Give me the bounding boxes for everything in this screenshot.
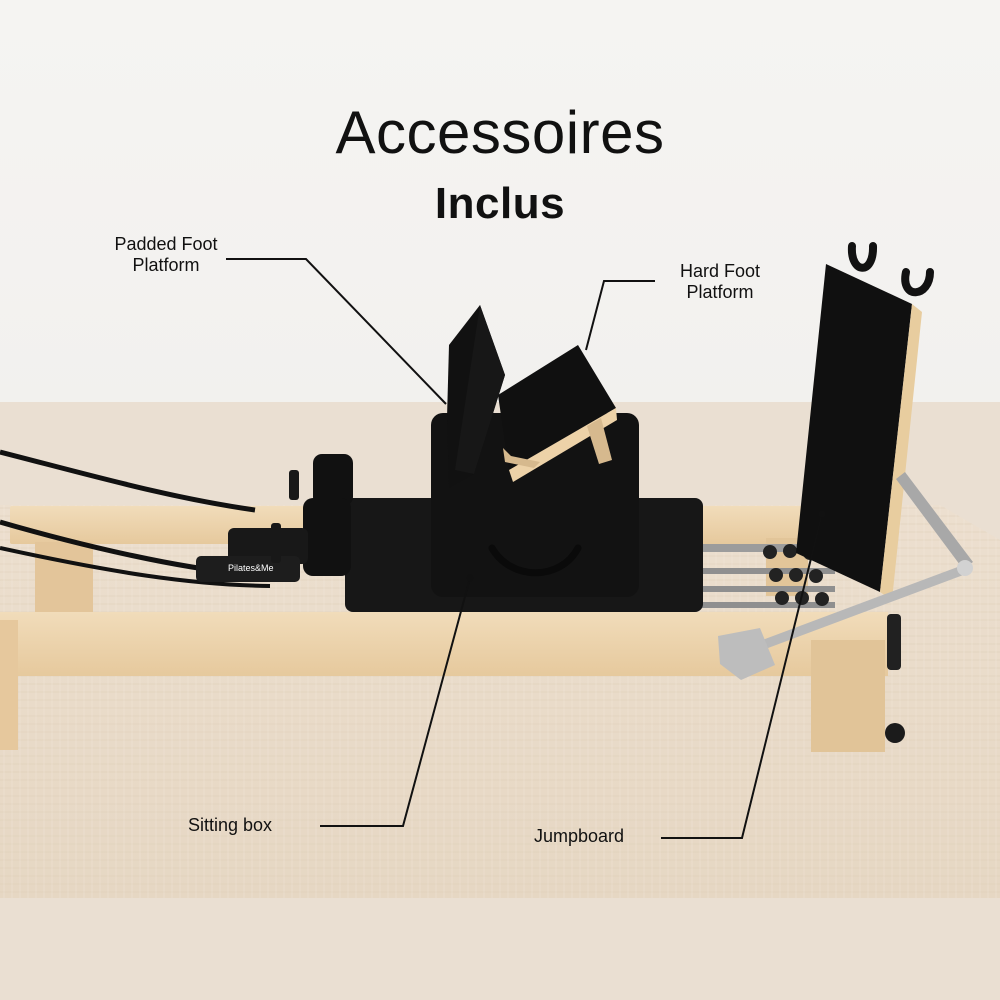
caster-wheel (885, 723, 905, 743)
front-right-leg (811, 640, 885, 752)
jumpboard-line (661, 513, 823, 839)
callout-sitting-box: Sitting box (188, 815, 273, 835)
page-title: Accessoires (335, 99, 665, 166)
callout-jumpboard: Jumpboard (534, 826, 625, 846)
jumpboard-shape (796, 242, 934, 600)
callout-padded-foot-platform: Padded Foot Platform (114, 234, 218, 275)
frame-bracket (887, 614, 901, 670)
sitting-box-handle (488, 544, 582, 577)
front-left-leg (0, 620, 18, 750)
hard-foot-platform-shape (498, 345, 617, 482)
rear-left-post (35, 542, 93, 612)
padded-foot-platform-line (226, 258, 447, 405)
sitting-box-line (320, 577, 471, 827)
callout-lines (226, 258, 823, 839)
callout-hard-foot-platform: Hard Foot Platform (679, 261, 761, 302)
callout-dots (466, 510, 826, 582)
shoulder-blocks (196, 454, 353, 582)
brand-label: Pilates&Me (228, 563, 274, 573)
page-subtitle: Inclus (434, 179, 566, 228)
hard-foot-platform-line (585, 280, 655, 351)
padded-foot-platform-shape (447, 305, 505, 488)
sitting-box-shape (431, 413, 639, 597)
metal-arm (718, 472, 973, 680)
